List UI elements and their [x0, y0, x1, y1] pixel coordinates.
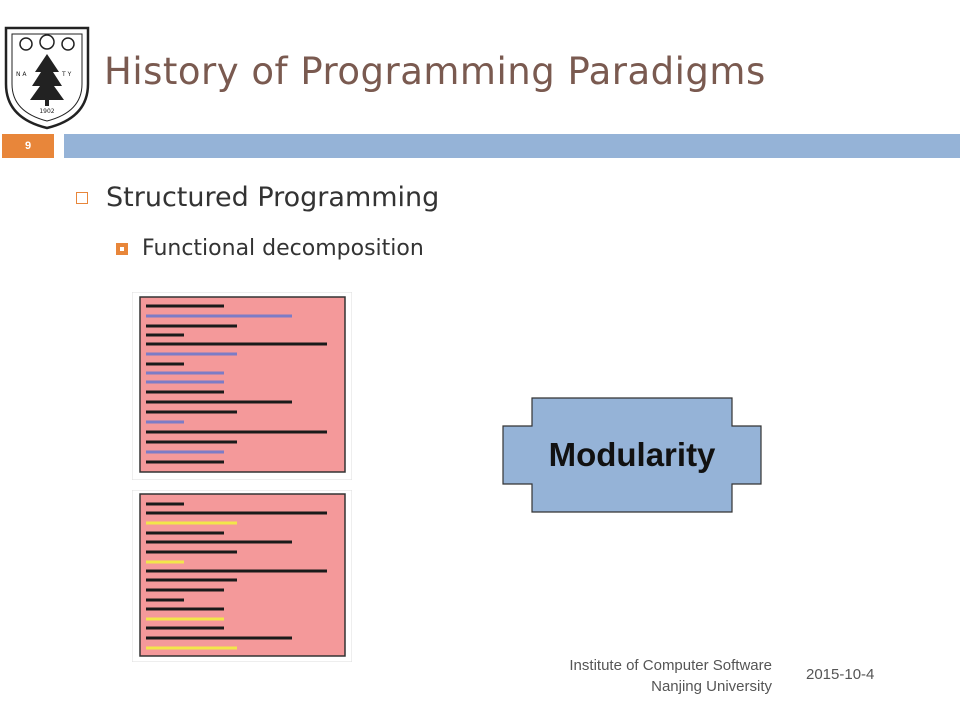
puzzle-piece-icon: [502, 397, 762, 513]
svg-text:N A: N A: [16, 71, 27, 78]
svg-text:1902: 1902: [39, 108, 54, 115]
code-listing-panel-top: [132, 292, 352, 480]
slide-title: History of Programming Paradigms: [104, 50, 766, 93]
bullet-square-icon: [76, 191, 88, 204]
bullet-structured-programming: Structured Programming: [76, 182, 439, 213]
footer-institute-line1: Institute of Computer Software: [569, 657, 772, 674]
sub-bullet-square-icon: [116, 242, 128, 255]
svg-text:T Y: T Y: [61, 71, 72, 78]
code-listing-panel-bottom: [132, 490, 352, 662]
bullet-text: Structured Programming: [106, 182, 440, 213]
modularity-label: Modularity: [548, 436, 716, 473]
footer-date: 2015-10-4: [806, 666, 875, 683]
nanjing-university-seal-icon: 1902 N A T Y: [4, 26, 90, 130]
sub-bullet-text: Functional decomposition: [142, 236, 424, 261]
footer-institute-line2: Nanjing University: [651, 678, 772, 695]
footer-institute: Institute of Computer Software Nanjing U…: [569, 655, 772, 697]
modularity-shape: Modularity: [502, 397, 762, 513]
bullet-functional-decomposition: Functional decomposition: [116, 236, 424, 261]
header-divider-bar: [64, 134, 960, 158]
university-logo: 1902 N A T Y: [2, 22, 92, 132]
slide-number-badge: 9: [2, 134, 54, 158]
